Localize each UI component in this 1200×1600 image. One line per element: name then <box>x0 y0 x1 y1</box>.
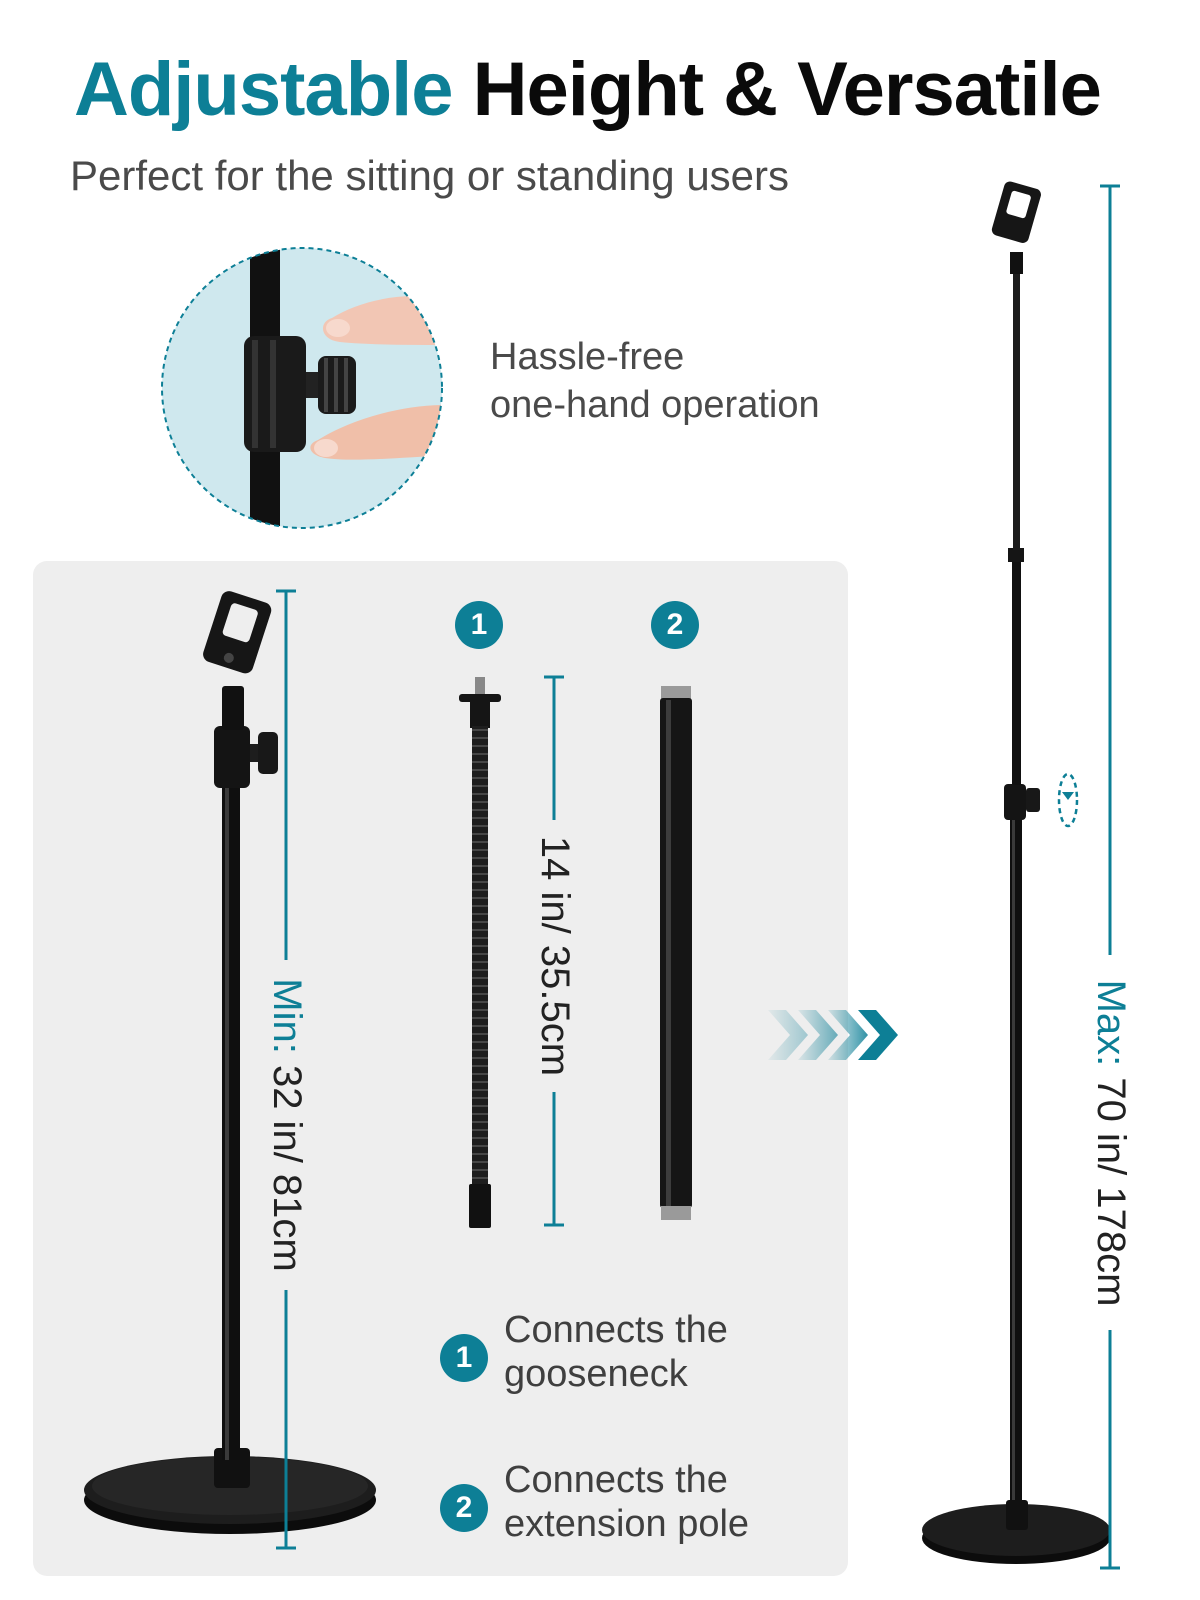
note-1-badge: 1 <box>440 1334 488 1382</box>
title-rest: Height & Versatile <box>472 47 1102 132</box>
arrows-icon <box>768 1010 898 1060</box>
feature-line-1: Hassle-free <box>490 336 685 378</box>
min-dimension-label: Min: 32 in/ 81cm <box>263 975 309 1275</box>
short-stand-illustration <box>84 591 376 1534</box>
min-dimension-line <box>276 589 296 1550</box>
knob-detail-circle <box>161 247 443 529</box>
note-2-text: Connects the extension pole <box>504 1458 749 1546</box>
note-2-badge: 2 <box>440 1484 488 1532</box>
part-length-label: 14 in/ 35.5cm <box>531 816 577 1096</box>
components-panel <box>33 561 848 1576</box>
min-key: Min: <box>265 978 309 1054</box>
max-dimension-line <box>1100 184 1120 1570</box>
feature-description: Hassle-free one-hand operation <box>490 333 820 429</box>
note-1-text: Connects the gooseneck <box>504 1308 728 1396</box>
feature-line-2: one-hand operation <box>490 384 820 426</box>
min-value: 32 in/ 81cm <box>265 1064 309 1272</box>
part-2-badge: 2 <box>651 601 699 649</box>
max-key: Max: <box>1089 979 1133 1067</box>
note-2-line-2: extension pole <box>504 1503 750 1545</box>
extension-pole-illustration <box>660 686 692 1220</box>
note-1-line-1: Connects the <box>504 1309 728 1351</box>
max-dimension-label: Max: 70 in/ 178cm <box>1087 978 1133 1308</box>
note-1-line-2: gooseneck <box>504 1353 688 1395</box>
page-title: Adjustable Height & Versatile <box>74 46 1102 133</box>
subtitle: Perfect for the sitting or standing user… <box>70 152 790 199</box>
gooseneck-illustration <box>459 677 501 1228</box>
tall-stand-illustration <box>922 181 1110 1564</box>
title-accent: Adjustable <box>74 47 453 132</box>
max-value: 70 in/ 178cm <box>1089 1077 1133 1307</box>
part-length-value: 14 in/ 35.5cm <box>533 835 577 1077</box>
note-2-line-1: Connects the <box>504 1459 728 1501</box>
part-1-badge: 1 <box>455 601 503 649</box>
part-length-dimension-line <box>544 675 564 1227</box>
